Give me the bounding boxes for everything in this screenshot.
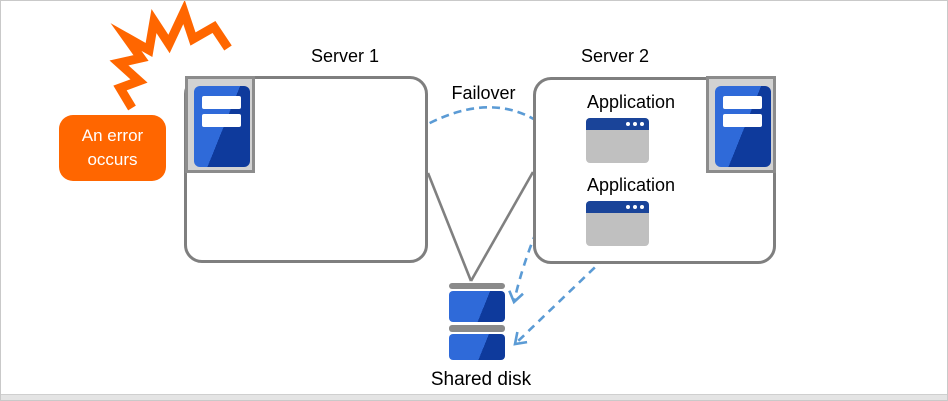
failover-arrow	[406, 106, 549, 138]
server1-disk-connector	[426, 172, 473, 282]
server-tower-icon	[194, 86, 250, 167]
server1-label: Server 1	[310, 46, 380, 66]
application1-label: Application	[587, 92, 676, 112]
server2-label: Server 2	[580, 46, 650, 66]
application2-label: Application	[587, 175, 676, 195]
tower-slot-bar	[202, 96, 241, 109]
error-callout-line1: An error	[81, 126, 144, 145]
server2-disk-connector	[469, 171, 535, 282]
app-window-icon	[586, 201, 649, 246]
disk-cap	[449, 283, 505, 289]
server-tower-icon	[715, 86, 771, 167]
error-callout: An error occurs	[59, 115, 166, 181]
app-window-titlebar	[586, 118, 649, 130]
titlebar-dot	[626, 122, 630, 126]
shared-disk-label: Shared disk	[430, 369, 532, 390]
app-window-icon	[586, 118, 649, 163]
tower-slot-bar	[723, 96, 762, 109]
disk-cap	[449, 325, 505, 332]
app-window-titlebar	[586, 201, 649, 213]
titlebar-dot	[640, 122, 644, 126]
titlebar-dot	[633, 205, 637, 209]
server2-plate	[706, 76, 776, 173]
tower-slot-bar	[723, 114, 762, 127]
disk-unit	[449, 291, 505, 322]
titlebar-dot	[640, 205, 644, 209]
disk-unit	[449, 334, 505, 360]
app2-disk-arrow	[513, 247, 616, 346]
tower-slot-bar	[202, 114, 241, 127]
error-burst-icon	[109, 1, 232, 111]
titlebar-dot	[633, 122, 637, 126]
canvas-bottom-edge	[1, 394, 947, 400]
shared-disk-icon	[449, 283, 505, 360]
titlebar-dot	[626, 205, 630, 209]
error-callout-line2: occurs	[87, 150, 138, 169]
server1-plate	[185, 76, 255, 173]
failover-label: Failover	[451, 83, 516, 103]
